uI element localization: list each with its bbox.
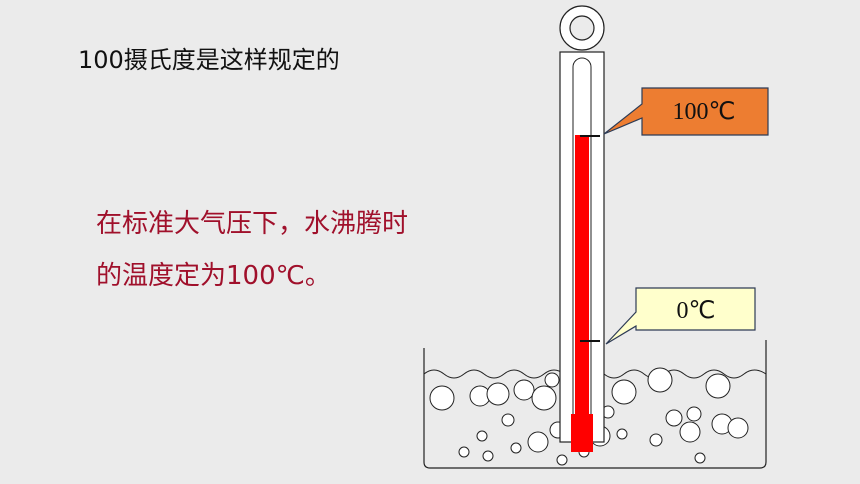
bubble bbox=[647, 367, 673, 393]
thermometer-ring-hole bbox=[569, 15, 595, 41]
bubble bbox=[458, 446, 470, 458]
bubble bbox=[556, 454, 568, 466]
bubble bbox=[665, 409, 683, 427]
thermometer-bulb bbox=[571, 414, 593, 452]
bubble bbox=[694, 452, 706, 464]
callout-0-label: 0℃ bbox=[677, 298, 716, 324]
description-line-1: 在标准大气压下，水沸腾时 bbox=[96, 209, 409, 239]
bubble bbox=[611, 379, 637, 405]
bubble bbox=[531, 385, 557, 411]
thermometer bbox=[559, 5, 605, 452]
callout-100: 100℃ bbox=[603, 87, 769, 136]
bubble bbox=[486, 382, 510, 406]
bubble bbox=[705, 373, 731, 399]
bubble bbox=[510, 442, 522, 454]
bubble bbox=[544, 372, 560, 388]
bubble bbox=[649, 433, 663, 447]
bubble bbox=[686, 406, 702, 422]
bubble bbox=[482, 450, 494, 462]
bubble bbox=[501, 413, 515, 427]
bubble bbox=[429, 385, 455, 411]
bubbles bbox=[429, 367, 749, 466]
callout-100-box bbox=[603, 87, 769, 136]
bubble bbox=[476, 430, 488, 442]
description-text: 在标准大气压下，水沸腾时 的温度定为100℃。 bbox=[96, 198, 456, 302]
bubble bbox=[513, 379, 535, 401]
bubble bbox=[527, 431, 549, 453]
bubble bbox=[727, 417, 749, 439]
callout-0-box bbox=[605, 287, 756, 345]
page-title: 100摄氏度是这样规定的 bbox=[78, 46, 340, 74]
callout-100-label: 100℃ bbox=[673, 99, 736, 125]
beaker bbox=[423, 340, 767, 469]
callout-0: 0℃ bbox=[605, 287, 756, 345]
thermometer-liquid bbox=[575, 135, 589, 415]
bubble bbox=[616, 428, 628, 440]
description-line-2: 的温度定为100℃。 bbox=[96, 261, 331, 291]
bubble bbox=[679, 421, 701, 443]
